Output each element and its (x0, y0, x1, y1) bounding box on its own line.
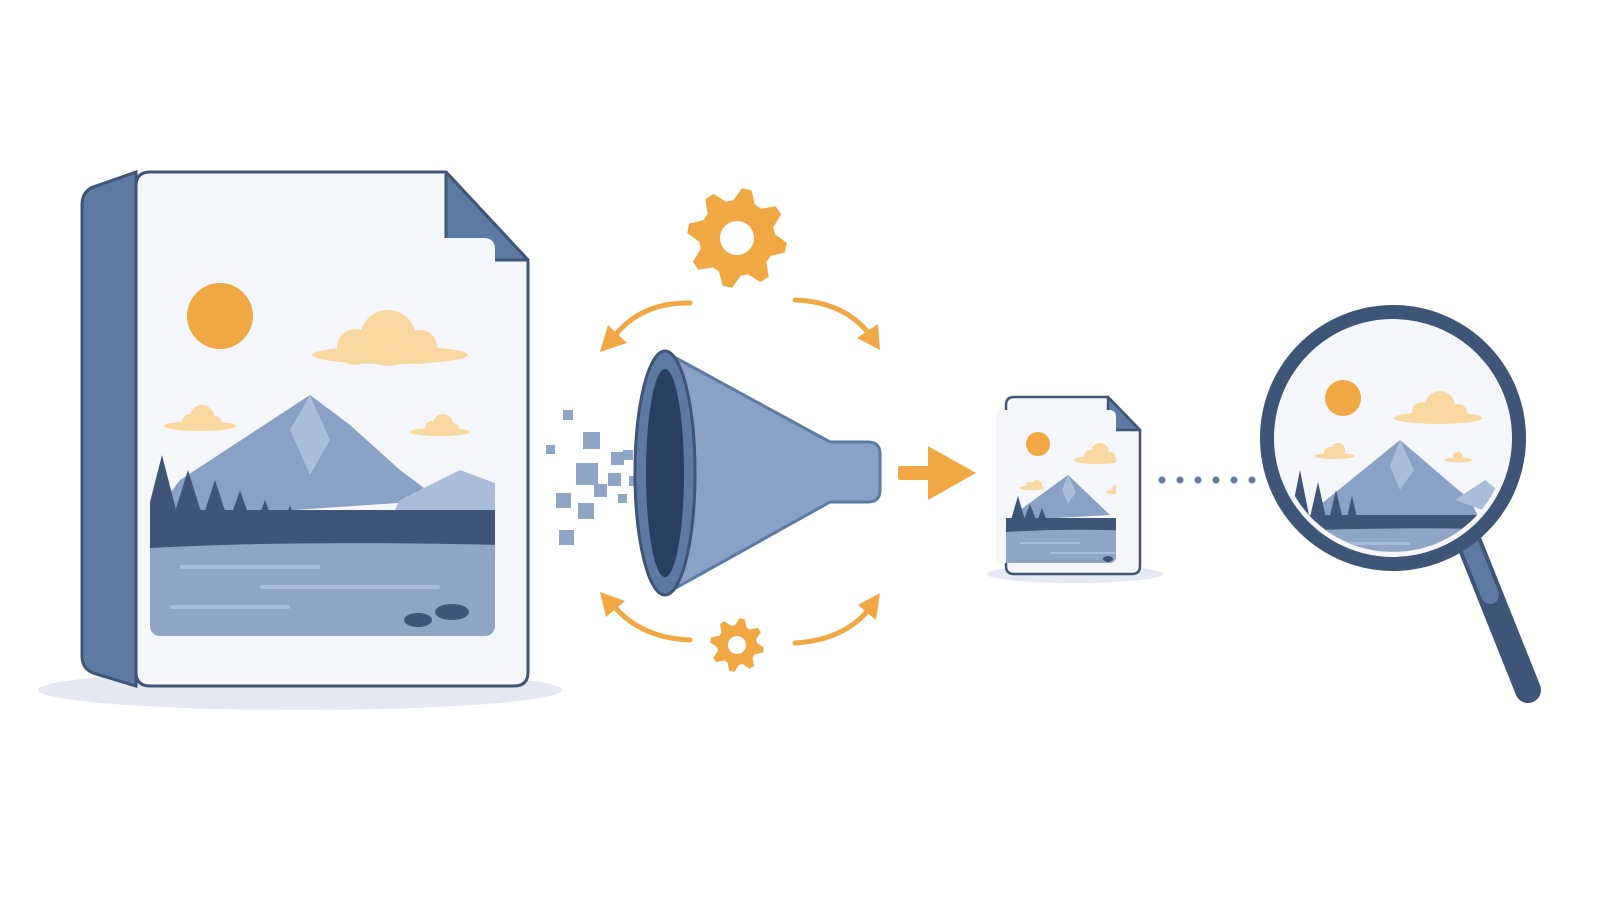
mountain-icon (1020, 475, 1110, 520)
cloud-icon (312, 310, 468, 366)
pixel-square (608, 473, 621, 486)
cloud-icon (1106, 485, 1116, 494)
gear-icon (710, 618, 764, 672)
pixel-square (594, 484, 607, 497)
landscape-picture (150, 238, 495, 636)
pixel-square (618, 494, 627, 503)
cloud-icon (1315, 443, 1355, 459)
cycle-arrow-icon (600, 592, 693, 643)
mountain-icon (150, 395, 440, 520)
sun-icon (187, 283, 253, 349)
landscape-picture (996, 410, 1116, 563)
file-side (80, 169, 138, 689)
sun-icon (1026, 432, 1050, 456)
pixel-square (559, 530, 574, 545)
cloud-icon (410, 414, 470, 436)
pixel-particles-icon (546, 410, 659, 545)
dotted-connector (1158, 476, 1256, 484)
cloud-icon (1020, 480, 1044, 491)
sun-icon (1325, 380, 1361, 416)
gear-icon (687, 188, 787, 288)
cycle-arrow-icon (600, 300, 693, 352)
large-image-file-icon (38, 169, 562, 710)
cloud-icon (164, 405, 236, 431)
pixel-square (578, 503, 594, 519)
funnel-icon (633, 349, 882, 597)
pixel-square (583, 432, 600, 449)
cloud-icon (1394, 391, 1482, 424)
pixel-square (611, 452, 624, 465)
pixel-square (556, 493, 571, 508)
pixel-square (546, 445, 555, 454)
right-arrow-icon (898, 446, 976, 500)
pixel-square (623, 450, 633, 460)
small-image-file-icon (987, 395, 1163, 583)
cloud-icon (1444, 452, 1472, 463)
cycle-arrow-icon (792, 297, 880, 350)
cloud-icon (1074, 443, 1116, 464)
pixel-square (576, 463, 598, 485)
magnifying-glass-icon (1260, 305, 1541, 703)
lake (150, 543, 495, 636)
pixel-square (563, 410, 573, 420)
cycle-arrow-icon (792, 593, 880, 646)
